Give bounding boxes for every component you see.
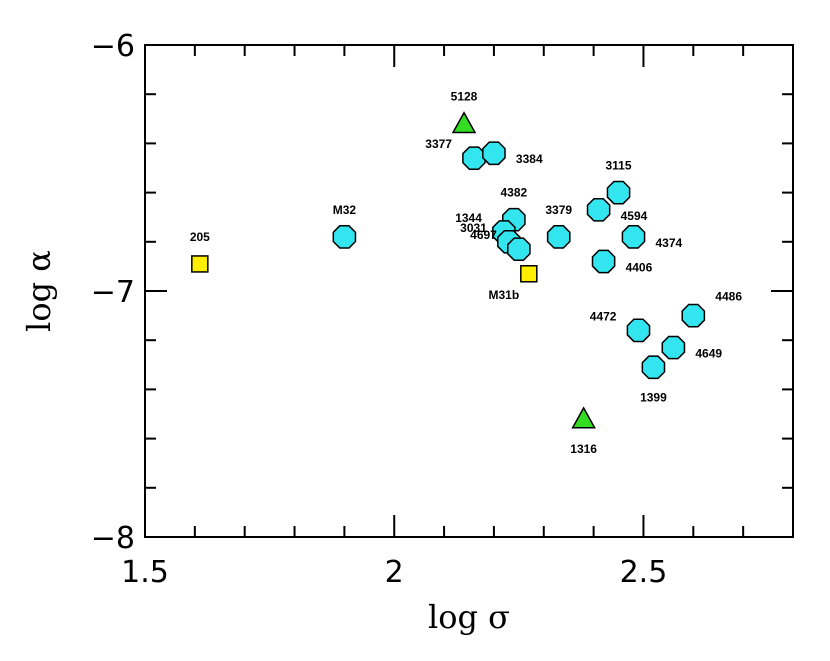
marker-M32: [332, 225, 357, 249]
point-label-205: 205: [190, 230, 210, 244]
marker-4406: [591, 249, 616, 274]
data-markers: [191, 111, 706, 429]
point-label-1399: 1399: [640, 390, 667, 404]
marker-205: [191, 255, 209, 273]
point-label-3115: 3115: [606, 159, 632, 173]
point-label-4406: 4406: [626, 260, 653, 274]
marker-4486: [681, 303, 706, 328]
plot-frame: [144, 44, 794, 538]
x-axis-title: log σ: [428, 598, 510, 636]
point-label-5128: 5128: [451, 90, 478, 104]
point-label-4472: 4472: [590, 309, 617, 323]
marker-3384: [482, 141, 506, 166]
y-axis-title: log α: [20, 250, 58, 332]
point-label-1316: 1316: [570, 442, 597, 456]
point-label-4594: 4594: [621, 209, 648, 223]
point-label-3377: 3377: [425, 137, 452, 151]
y-tick-label: −7: [91, 275, 135, 310]
marker-3377: [462, 146, 486, 170]
marker-3379: [546, 225, 571, 249]
marker-4697: [507, 237, 531, 262]
point-label-4486: 4486: [715, 290, 742, 304]
y-tick-label: −6: [91, 29, 135, 64]
marker-4649: [661, 335, 686, 360]
y-tick-label: −8: [91, 521, 135, 556]
marker-5128: [451, 111, 477, 134]
marker-4374: [621, 225, 646, 249]
point-label-4382: 4382: [501, 186, 528, 200]
point-label-1344: 1344: [455, 211, 482, 225]
x-tick-label: 1.5: [121, 555, 169, 590]
marker-1316: [571, 406, 596, 429]
marker-4472: [626, 318, 651, 343]
point-label-4374: 4374: [655, 236, 682, 250]
axis-ticks: [144, 44, 794, 538]
point-label-M31b: M31b: [488, 288, 519, 302]
point-label-4697: 4697: [470, 228, 497, 242]
marker-M31b: [520, 265, 538, 283]
x-tick-label: 2: [385, 555, 404, 590]
point-label-3379: 3379: [545, 203, 572, 217]
axis-tick-labels: 1.5 2 2.5 −6 −7 −8: [91, 29, 668, 590]
marker-1399: [641, 355, 666, 380]
point-label-4649: 4649: [695, 347, 722, 361]
point-label-M32: M32: [333, 203, 357, 217]
point-label-3384: 3384: [516, 152, 543, 166]
marker-3115: [606, 180, 631, 205]
point-label-3031: 3031: [460, 221, 487, 235]
marker-4594: [586, 197, 611, 222]
x-tick-label: 2.5: [620, 555, 668, 590]
